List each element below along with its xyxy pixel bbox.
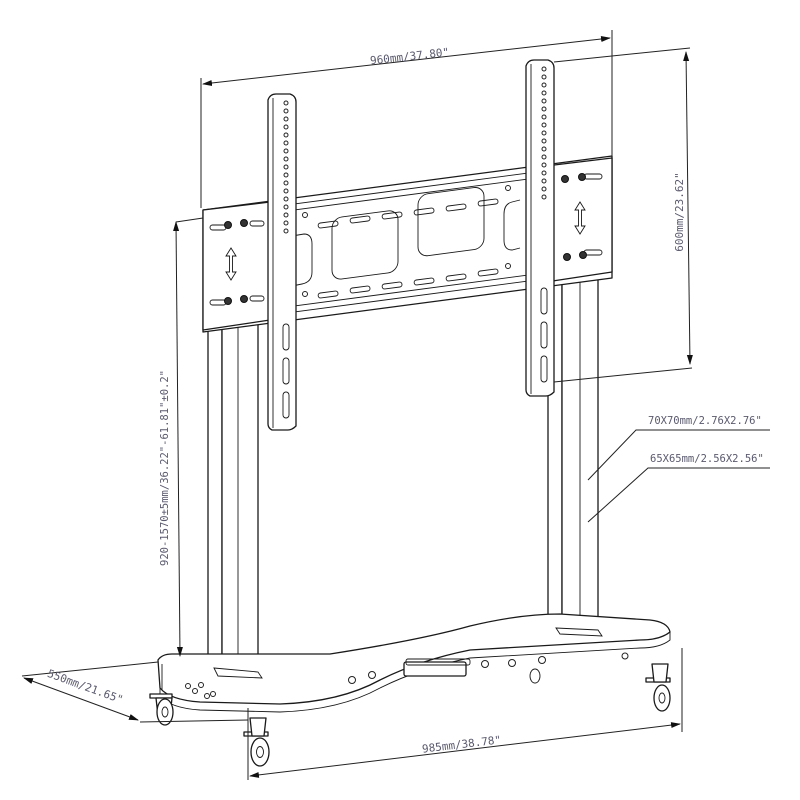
left-bracket-arm — [267, 93, 297, 431]
caster-front-left — [149, 693, 174, 726]
caster-rear-left — [529, 668, 541, 684]
base-platform — [157, 613, 671, 713]
label-height-range: 920-1570±5mm/36.22"-61.81"±0.2" — [159, 370, 171, 566]
left-column — [207, 311, 259, 675]
caster-rear-right — [645, 663, 671, 712]
label-column-outer: 70X70mm/2.76X2.76" — [648, 415, 762, 427]
bottom-slots — [302, 263, 511, 299]
base-handle — [403, 658, 471, 677]
dim-column-sections: 70X70mm/2.76X2.76" 65X65mm/2.56X2.56" — [587, 415, 770, 523]
label-mount-height: 600mm/23.62" — [673, 172, 686, 251]
vertical-adjust-arrow-right-icon — [574, 201, 586, 235]
vertical-adjust-arrow-left-icon — [225, 247, 237, 281]
right-column — [547, 273, 599, 633]
dim-mount-height: 600mm/23.62" — [553, 47, 693, 383]
left-end-bolts — [209, 219, 265, 306]
label-column-inner: 65X65mm/2.56X2.56" — [650, 453, 764, 465]
label-mount-width: 960mm/37.80" — [369, 46, 449, 68]
right-arm-holes — [541, 66, 547, 200]
right-bracket-arm — [525, 59, 555, 397]
label-base-width: 985mm/38.78" — [421, 733, 501, 755]
top-slots — [302, 185, 511, 229]
dim-height-range: 920-1570±5mm/36.22"-61.81"±0.2" — [159, 217, 204, 657]
right-end-bolts — [561, 173, 603, 261]
left-arm-holes — [283, 100, 289, 234]
vesa-mount-plate — [202, 155, 613, 333]
